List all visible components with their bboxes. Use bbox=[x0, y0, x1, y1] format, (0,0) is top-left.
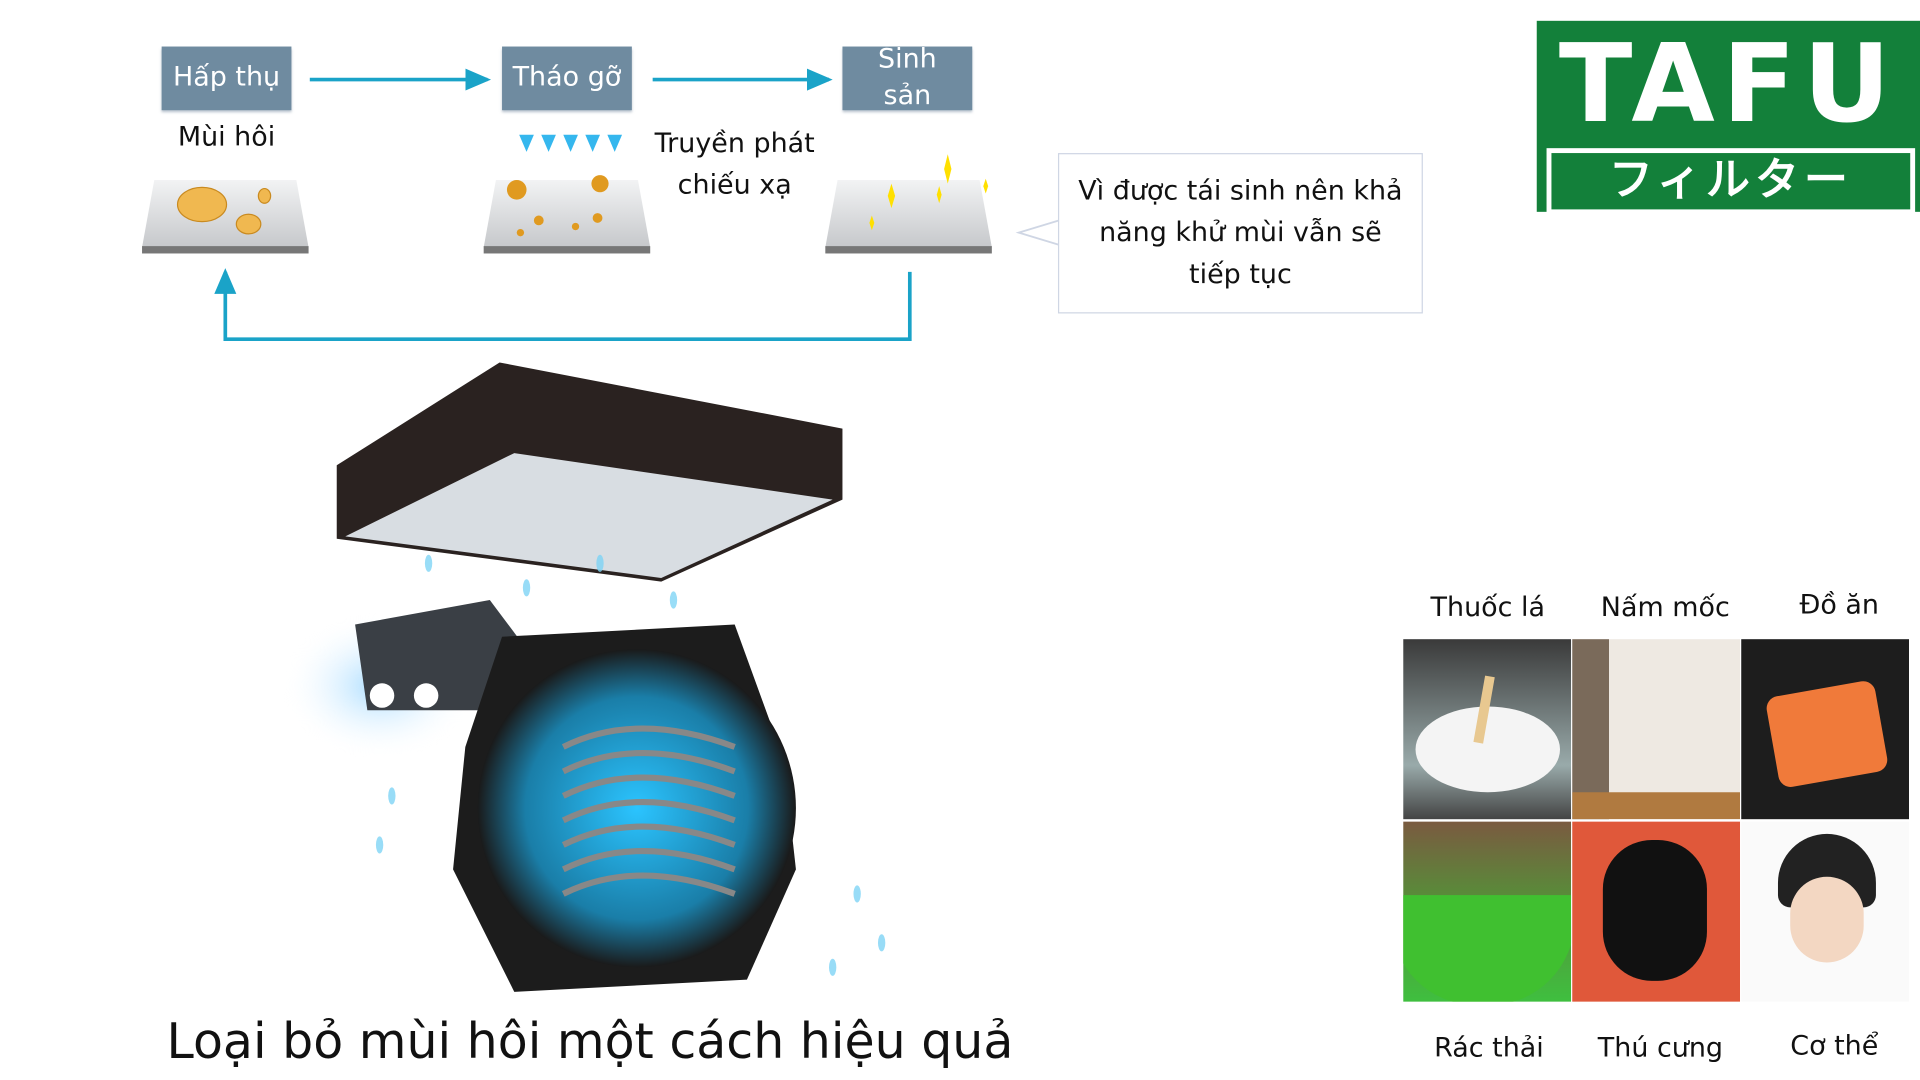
photo-dog bbox=[1572, 821, 1741, 1002]
photo-salmon bbox=[1741, 639, 1909, 820]
step-absorb: Hấp thụ bbox=[161, 46, 292, 111]
irradiation-label: Truyền phát chiếu xạ bbox=[654, 128, 815, 201]
page-title: Loại bỏ mùi hôi một cách hiệu quả bbox=[166, 1013, 1014, 1071]
plate-release bbox=[483, 175, 651, 254]
regeneration-callout: Vì được tái sinh nên khả năng khử mùi vẫ… bbox=[1057, 153, 1423, 314]
tafu-filter-logo: TAFU フィルター bbox=[1536, 20, 1920, 215]
label-garbage: Rác thải bbox=[1434, 1033, 1544, 1065]
step-regenerate: Sinh sản bbox=[842, 44, 973, 111]
photo-person bbox=[1741, 821, 1909, 1002]
step-release: Tháo gỡ bbox=[502, 46, 632, 111]
label-mold: Nấm mốc bbox=[1600, 592, 1730, 624]
label-tobacco: Thuốc lá bbox=[1430, 592, 1545, 624]
plate-regenerate bbox=[825, 154, 992, 254]
loop-arrow bbox=[214, 268, 912, 342]
logo-main-text: TAFU bbox=[1558, 20, 1898, 147]
photo-ashtray bbox=[1403, 639, 1572, 820]
fan-filter-illustration bbox=[281, 362, 886, 992]
plate-absorb bbox=[142, 180, 309, 254]
photo-garbage bbox=[1403, 821, 1572, 1002]
callout-text: Vì được tái sinh nên khả năng khử mùi vẫ… bbox=[1078, 175, 1403, 290]
photo-mold bbox=[1572, 639, 1741, 820]
callout-pointer bbox=[1015, 219, 1060, 246]
label-food: Đồ ăn bbox=[1799, 590, 1879, 621]
fan-blades-icon bbox=[561, 725, 736, 897]
cycle-diagram bbox=[142, 68, 1060, 342]
irradiation-arrows-icon bbox=[519, 134, 623, 152]
logo-sub-text: フィルター bbox=[1546, 148, 1916, 215]
smell-label: Mùi hôi bbox=[177, 122, 276, 154]
label-body: Cơ thể bbox=[1790, 1031, 1879, 1062]
label-pet: Thú cưng bbox=[1597, 1033, 1724, 1065]
